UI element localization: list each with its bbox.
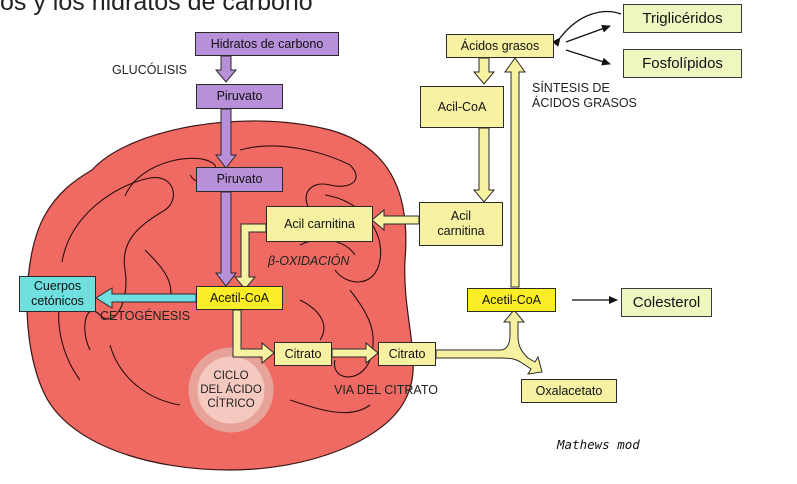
node-fosfolipidos: Fosfolípidos [623, 49, 742, 78]
credit-text: Mathews mod [557, 437, 640, 452]
label-beta-oxidacion: β-OXIDACIÓN [268, 254, 350, 268]
slide-title: os y los hidratos de carbono [0, 0, 313, 16]
node-citrato-cytosol: Citrato [378, 342, 436, 366]
node-acil-carnitina-line1: Acil [450, 209, 472, 223]
node-colesterol: Colesterol [621, 288, 712, 317]
node-acil-coa: Acil-CoA [420, 86, 504, 128]
black-arrows [551, 10, 622, 304]
node-piruvato-mitochondria: Piruvato [196, 167, 283, 192]
node-cuerpos-line1: Cuerpos [33, 279, 82, 293]
node-acil-carnitina-line2: carnitina [437, 224, 485, 238]
yellow-arrows [232, 57, 543, 375]
node-hidratos-de-carbono: Hidratos de carbono [195, 32, 339, 56]
violet-arrows [214, 55, 238, 287]
label-ciclo-acido-citrico: CICLO DEL ÁCIDO CÍTRICO [196, 369, 266, 411]
node-cuerpos-line2: cetónicos [31, 294, 84, 308]
label-glucolisis: GLUCÓLISIS [112, 63, 188, 77]
node-oxalacetato: Oxalacetato [521, 379, 617, 403]
node-citrato-mitochondria: Citrato [274, 342, 332, 366]
node-acetil-coa-mitochondria: Acetil-CoA [196, 286, 283, 310]
node-acidos-grasos: Ácidos grasos [446, 34, 554, 58]
node-cuerpos-cetonicos: Cuerpos cetónicos [19, 276, 96, 312]
node-acil-carnitina-cytosol: Acil carnitina [419, 202, 503, 246]
label-via-del-citrato: VIA DEL CITRATO [334, 383, 438, 397]
label-ciclo-line3: CÍTRICO [207, 398, 255, 410]
node-piruvato-cytosol: Piruvato [196, 84, 283, 109]
label-sintesis-line2: ÁCIDOS GRASOS [532, 96, 637, 110]
citric-acid-cycle-ring [188, 347, 274, 433]
label-cetogenesis: CETOGÉNESIS [100, 309, 191, 323]
node-trigliceridos: Triglicéridos [623, 4, 742, 33]
node-acetil-coa-cytosol: Acetil-CoA [467, 288, 556, 312]
label-ciclo-line2: DEL ÁCIDO [200, 384, 262, 396]
label-sintesis-line1: SÍNTESIS DE [532, 81, 610, 95]
node-acil-carnitina-mitochondria: Acil carnitina [266, 206, 373, 242]
label-ciclo-line1: CICLO [213, 370, 249, 382]
cyan-arrow [95, 287, 197, 309]
